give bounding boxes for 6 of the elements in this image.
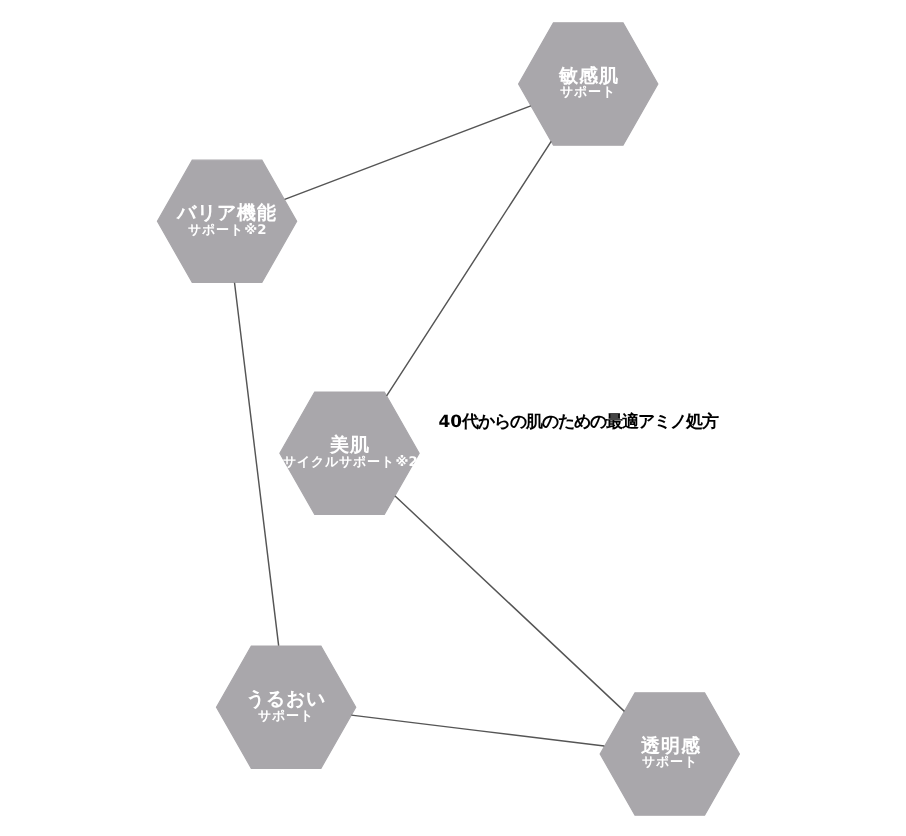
connector xyxy=(233,281,280,646)
connector xyxy=(385,139,552,396)
label: 40代からの肌のための最適アミノ処方 xyxy=(438,410,719,431)
connector xyxy=(394,494,626,712)
connector xyxy=(350,713,605,746)
connector xyxy=(283,104,532,200)
